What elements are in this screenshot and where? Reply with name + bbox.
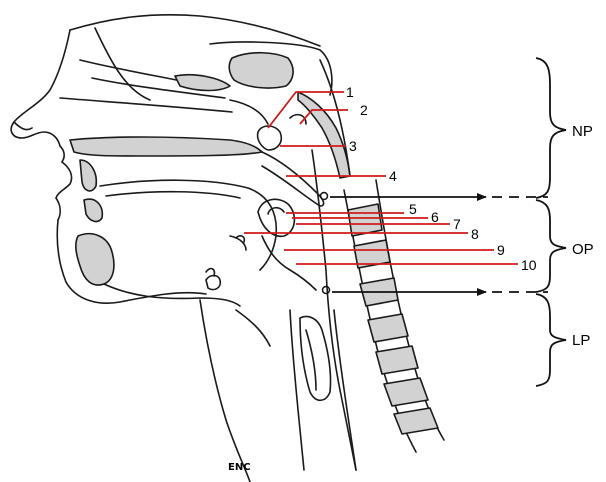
soft-palate xyxy=(262,152,324,206)
artist-signature: ENC xyxy=(228,462,251,473)
label-5: 5 xyxy=(409,201,417,217)
hard-palate xyxy=(70,137,262,156)
hyoid xyxy=(206,276,220,290)
label-6: 6 xyxy=(431,209,439,225)
skull-outline xyxy=(70,15,320,46)
lower-incisor xyxy=(84,199,102,221)
region-label-np: NP xyxy=(572,123,593,140)
region-braces xyxy=(536,58,566,386)
sphenoid-sinus xyxy=(229,53,293,88)
np-brace xyxy=(536,58,566,198)
lp-brace xyxy=(536,294,566,386)
region-labels: NP OP LP xyxy=(572,123,594,349)
region-label-lp: LP xyxy=(572,332,590,349)
label-2: 2 xyxy=(360,102,368,118)
anatomy-drawing xyxy=(11,15,444,482)
label-3: 3 xyxy=(349,138,357,154)
op-brace xyxy=(536,200,566,292)
clivus xyxy=(298,92,350,178)
region-label-op: OP xyxy=(572,241,594,258)
upper-incisor xyxy=(80,160,96,191)
torus-tubarius xyxy=(258,126,282,150)
label-4: 4 xyxy=(389,168,397,184)
mandible xyxy=(76,234,114,285)
label-7: 7 xyxy=(453,216,461,232)
label-1: 1 xyxy=(346,84,354,100)
nasal-turbinate xyxy=(175,75,230,91)
label-10: 10 xyxy=(521,257,537,273)
label-9: 9 xyxy=(497,242,505,258)
epiglottis xyxy=(262,236,316,290)
label-8: 8 xyxy=(471,226,479,242)
cervical-spine xyxy=(344,180,444,452)
face-profile xyxy=(11,30,70,146)
